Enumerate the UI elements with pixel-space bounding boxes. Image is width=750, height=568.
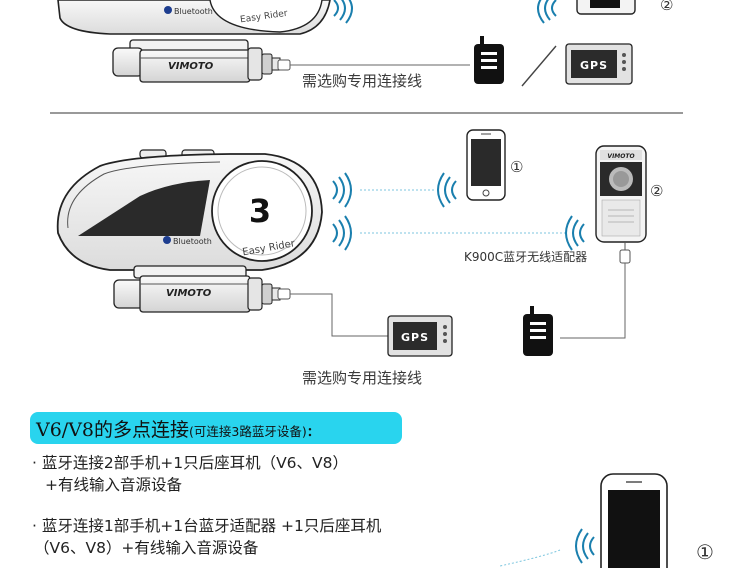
heading-sub: (可连接3路蓝牙设备)	[189, 424, 307, 439]
mid-signal-waves-upper	[332, 172, 352, 208]
top-bluetooth-text: Bluetooth	[174, 7, 213, 16]
svg-text:VIMOTO: VIMOTO	[607, 153, 634, 160]
svg-text:GPS: GPS	[580, 59, 608, 72]
mid-headset: 3 Easy Rider Bluetooth	[56, 149, 323, 271]
bottom-phone-icon	[600, 473, 668, 568]
bottom-signal-waves	[575, 528, 595, 564]
bullet-item-1: · 蓝牙连接2部手机+1只后座耳机（V6、V8） +有线输入音源设备	[32, 452, 348, 496]
heading-colon: :	[306, 419, 314, 441]
top-headset: Bluetooth Easy Rider	[57, 0, 331, 35]
top-adapter	[576, 0, 636, 15]
bullet-1-line-2: +有线输入音源设备	[45, 476, 182, 494]
mid-cable-label: 需选购专用连接线	[302, 369, 423, 387]
bullet-2-line-1: · 蓝牙连接1部手机+1台蓝牙适配器 +1只后座耳机	[32, 517, 382, 535]
adapter-signal-waves	[565, 215, 585, 251]
mid-phone-icon	[466, 129, 506, 201]
bullet-2-line-2: （V6、V8）+有线输入音源设备	[34, 539, 259, 557]
multipoint-heading: V6/V8的多点连接(可连接3路蓝牙设备):	[30, 412, 402, 444]
bullet-1-line-1: · 蓝牙连接2部手机+1只后座耳机（V6、V8）	[32, 454, 348, 472]
top-signal-waves-left	[333, 0, 353, 24]
top-clamp-logo: VIMOTO	[168, 61, 214, 72]
mid-walkie-talkie-icon	[523, 306, 553, 356]
bullet-item-2: · 蓝牙连接1部手机+1台蓝牙适配器 +1只后座耳机 （V6、V8）+有线输入音…	[32, 515, 381, 559]
bottom-circle-1-label: ①	[696, 540, 714, 564]
top-divider-slash	[521, 45, 557, 87]
mid-gps-icon: GPS	[387, 315, 453, 357]
mid-clamp-logo: VIMOTO	[166, 288, 212, 299]
top-circle-2-label: ②	[660, 0, 674, 14]
svg-text:GPS: GPS	[401, 331, 429, 344]
top-clamp: VIMOTO	[112, 39, 281, 83]
bottom-signal-dots	[499, 549, 561, 567]
adapter-cable	[560, 242, 631, 339]
mid-clamp: VIMOTO	[113, 265, 281, 313]
adapter-label: K900C蓝牙无线适配器	[464, 250, 588, 264]
top-walkie-talkie-icon	[474, 36, 504, 84]
device-number: 3	[249, 192, 271, 230]
bluetooth-icon	[164, 6, 172, 14]
top-cable-label: 需选购专用连接线	[302, 72, 423, 90]
phone-circle-1-label: ①	[510, 158, 524, 176]
heading-main: V6/V8的多点连接	[36, 419, 190, 441]
top-gps-icon: GPS	[565, 43, 633, 85]
mid-signal-waves-lower	[332, 215, 352, 251]
top-cable	[277, 59, 470, 71]
top-signal-waves-right	[537, 0, 557, 24]
adapter-circle-2-label: ②	[650, 182, 664, 200]
phone-signal-waves	[437, 172, 457, 208]
mid-bluetooth-text: Bluetooth	[173, 237, 212, 246]
mid-cable	[277, 288, 388, 337]
k900c-adapter-icon: VIMOTO	[595, 145, 647, 243]
bluetooth-icon	[163, 236, 171, 244]
